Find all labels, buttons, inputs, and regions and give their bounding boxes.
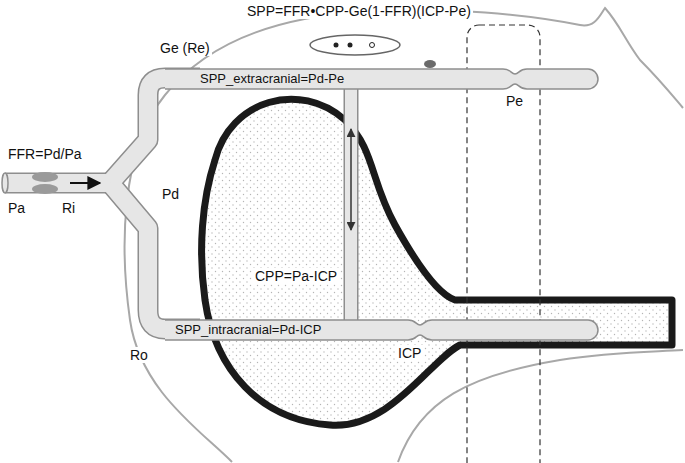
formula-label: FFR=Pd/Pa <box>6 146 84 162</box>
small-oval <box>424 60 436 68</box>
stenosis <box>32 184 58 194</box>
vessel-tree <box>5 78 351 329</box>
pressure-label: Pe <box>504 93 525 109</box>
eye-ellipse <box>310 35 400 55</box>
formula-label: CPP=Pa-ICP <box>253 268 339 284</box>
dot <box>348 43 353 48</box>
vessel-fill <box>165 69 598 89</box>
extracranial-vessel: SPP_extracranial=Pd-Pe <box>165 69 598 89</box>
head-outline <box>125 8 683 462</box>
resistance-label: Ge (Re) <box>158 40 212 56</box>
resistance-label: Ro <box>128 347 150 363</box>
flow-connector <box>350 129 352 230</box>
formula-title: SPP=FFR•CPP-Ge(1-FFR)(ICP-Pe) <box>245 3 473 19</box>
intracranial-vessel: SPP_intracranial=Pd-ICP <box>165 320 598 340</box>
pressure-label: Pd <box>160 186 181 202</box>
brain-outline <box>202 99 672 425</box>
open-dot <box>370 43 375 48</box>
vessel-wall <box>165 320 598 340</box>
vessel-label: SPP_extracranial=Pd-Pe <box>165 69 598 89</box>
tube-end <box>2 173 8 193</box>
resistance-label: Ri <box>60 200 77 216</box>
flow-arrow <box>70 182 100 184</box>
pressure-label: ICP <box>396 345 423 361</box>
vessel-fill <box>165 320 598 340</box>
dashed-region <box>467 25 540 463</box>
dot <box>334 43 339 48</box>
stenosis <box>32 172 58 182</box>
pressure-label: Pa <box>6 200 27 216</box>
vessel-wall <box>165 69 598 89</box>
vessel-label: SPP_intracranial=Pd-ICP <box>165 320 598 340</box>
